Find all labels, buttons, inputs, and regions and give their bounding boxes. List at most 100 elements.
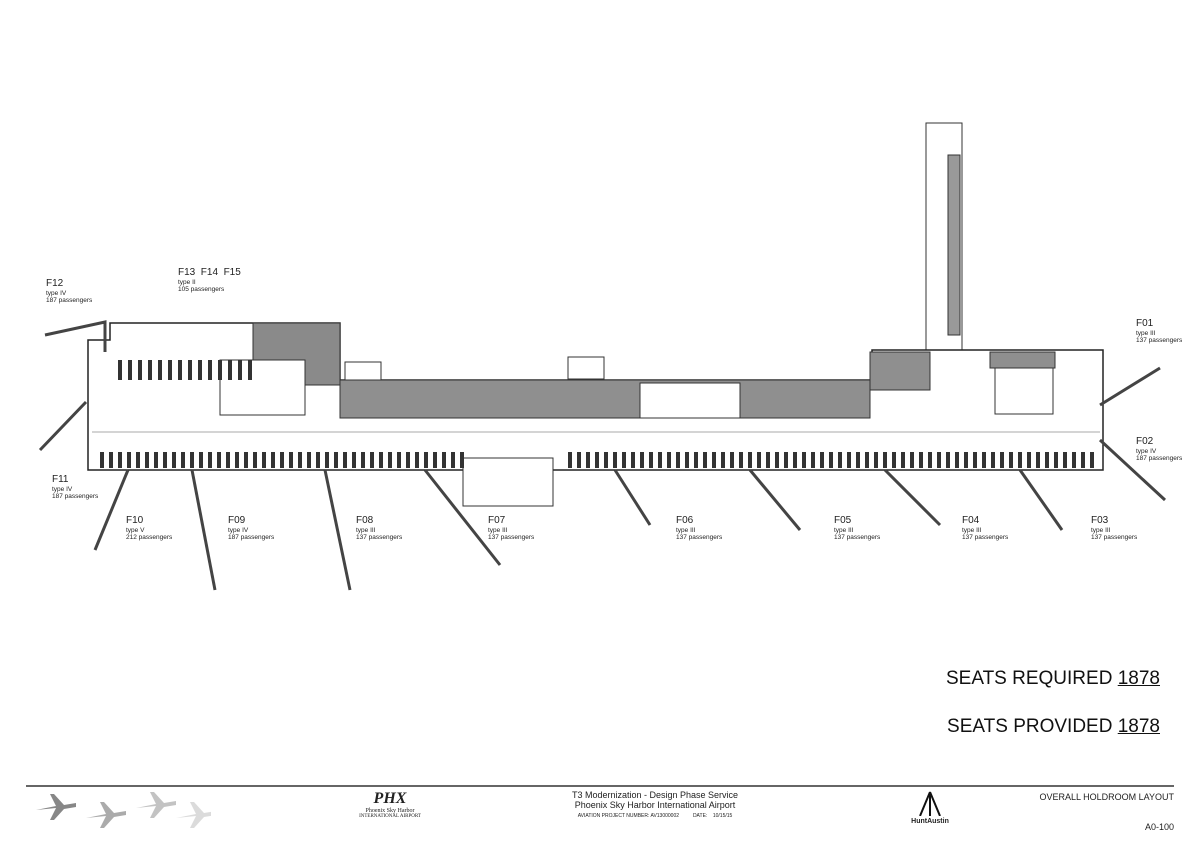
seat-row bbox=[188, 360, 192, 380]
seat-row bbox=[199, 452, 203, 468]
seat-row bbox=[847, 452, 851, 468]
seat-row bbox=[334, 452, 338, 468]
seat-row bbox=[226, 452, 230, 468]
seat-row bbox=[568, 452, 572, 468]
seat-row bbox=[937, 452, 941, 468]
seats-provided: SEATS PROVIDED 1878 bbox=[947, 716, 1160, 737]
seat-row bbox=[1009, 452, 1013, 468]
seat-row bbox=[208, 452, 212, 468]
jet-bridge bbox=[883, 468, 942, 527]
seat-row bbox=[973, 452, 977, 468]
seat-row bbox=[640, 452, 644, 468]
seat-row bbox=[138, 360, 142, 380]
seat-row bbox=[865, 452, 869, 468]
seat-row bbox=[874, 452, 878, 468]
seat-row bbox=[658, 452, 662, 468]
seat-row bbox=[802, 452, 806, 468]
seat-row bbox=[433, 452, 437, 468]
seat-row bbox=[217, 452, 221, 468]
jet-bridge bbox=[190, 469, 217, 591]
seat-row bbox=[712, 452, 716, 468]
seat-row bbox=[109, 452, 113, 468]
seat-row bbox=[955, 452, 959, 468]
seat-row bbox=[1045, 452, 1049, 468]
seat-row bbox=[631, 452, 635, 468]
seat-row bbox=[208, 360, 212, 380]
seat-row bbox=[343, 452, 347, 468]
seat-row bbox=[838, 452, 842, 468]
title-block-rule bbox=[26, 785, 1174, 787]
seat-row bbox=[238, 360, 242, 380]
seat-row bbox=[703, 452, 707, 468]
seat-row bbox=[442, 452, 446, 468]
seat-row bbox=[163, 452, 167, 468]
seat-row bbox=[901, 452, 905, 468]
service-corridor bbox=[339, 379, 871, 419]
jet-bridge bbox=[38, 400, 88, 452]
seat-row bbox=[406, 452, 410, 468]
seat-row bbox=[1054, 452, 1058, 468]
seat-row bbox=[946, 452, 950, 468]
seat-row bbox=[1018, 452, 1022, 468]
seat-row bbox=[1063, 452, 1067, 468]
seat-row bbox=[694, 452, 698, 468]
seat-row bbox=[982, 452, 986, 468]
seat-row bbox=[919, 452, 923, 468]
seat-row bbox=[388, 452, 392, 468]
seat-row bbox=[1036, 452, 1040, 468]
phx-logo: PHX Phoenix Sky Harbor INTERNATIONAL AIR… bbox=[359, 790, 421, 819]
project-info: T3 Modernization - Design Phase Service … bbox=[571, 790, 739, 819]
seat-row bbox=[739, 452, 743, 468]
seat-row bbox=[168, 360, 172, 380]
seat-row bbox=[1072, 452, 1076, 468]
seat-row bbox=[856, 452, 860, 468]
seat-row bbox=[784, 452, 788, 468]
jet-bridge bbox=[613, 469, 652, 526]
seat-row bbox=[235, 452, 239, 468]
seat-row bbox=[397, 452, 401, 468]
seat-row bbox=[595, 452, 599, 468]
seat-row bbox=[178, 360, 182, 380]
seat-row bbox=[586, 452, 590, 468]
seat-row bbox=[145, 452, 149, 468]
seat-row bbox=[253, 452, 257, 468]
seat-row bbox=[127, 452, 131, 468]
huntaustin-logo: HuntAustin bbox=[905, 790, 955, 825]
seat-row bbox=[460, 452, 464, 468]
seat-row bbox=[766, 452, 770, 468]
seat-row bbox=[148, 360, 152, 380]
seat-row bbox=[262, 452, 266, 468]
seats-required: SEATS REQUIRED 1878 bbox=[945, 668, 1160, 689]
seat-row bbox=[910, 452, 914, 468]
seat-row bbox=[649, 452, 653, 468]
jet-bridge bbox=[1018, 469, 1064, 531]
seat-row bbox=[1081, 452, 1085, 468]
seat-row bbox=[820, 452, 824, 468]
seat-row bbox=[218, 360, 222, 380]
jet-bridge bbox=[748, 469, 802, 531]
seat-row bbox=[316, 452, 320, 468]
seat-row bbox=[248, 360, 252, 380]
seat-row bbox=[883, 452, 887, 468]
seat-row bbox=[730, 452, 734, 468]
seat-row bbox=[361, 452, 365, 468]
seat-row bbox=[928, 452, 932, 468]
seat-row bbox=[748, 452, 752, 468]
seat-row bbox=[1000, 452, 1004, 468]
seat-row bbox=[685, 452, 689, 468]
seat-row bbox=[1090, 452, 1094, 468]
seat-row bbox=[622, 452, 626, 468]
seat-row bbox=[991, 452, 995, 468]
seat-row bbox=[775, 452, 779, 468]
seat-row bbox=[298, 452, 302, 468]
seat-row bbox=[676, 452, 680, 468]
seat-row bbox=[325, 452, 329, 468]
